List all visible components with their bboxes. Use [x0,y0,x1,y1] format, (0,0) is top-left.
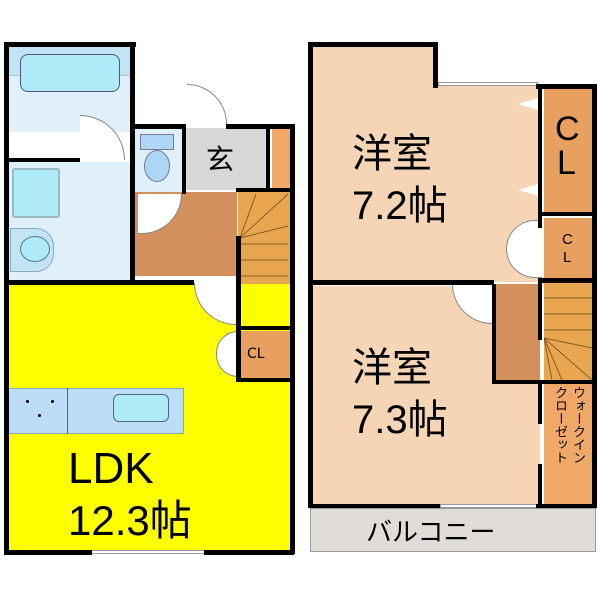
wall [538,278,542,340]
floor-2-plan: 洋室 7.2帖 C L C L 洋室 7.3帖 クローゼット ウォーク [300,0,600,600]
wall [236,188,294,192]
entrance-label: 玄 [206,143,235,176]
closet-label: CL [247,346,265,362]
walk-in-closet [544,384,592,504]
western-room-2-size: 7.3帖 [352,398,448,442]
wall [4,158,80,162]
ldk-size: 12.3帖 [68,497,192,544]
wall [130,42,135,284]
wall [130,124,186,129]
balcony [310,508,596,552]
wall [4,42,136,47]
walk-in-closet-label-col2: クローゼット [552,386,567,464]
stairs [544,282,592,382]
wall [538,464,542,508]
closet-door-triangle [518,98,538,110]
wall [492,284,496,384]
wall [236,326,294,330]
shoe-storage [272,128,290,188]
closet-door-triangle [518,184,538,196]
hallway [496,284,540,380]
toilet-tank-icon [140,134,174,150]
closet-large-label-c: C [555,110,580,148]
wall [4,42,9,554]
wall [4,550,92,555]
stove-burner-icon [38,414,41,417]
wall [538,384,542,424]
kitchen-sink-icon [113,394,169,422]
toilet-bowl-icon [144,150,170,182]
wall [182,124,186,194]
wall [433,42,438,88]
kitchen-divider [67,388,68,434]
wall [308,42,438,47]
wall [236,236,241,382]
wall [290,124,295,554]
bathtub-icon [20,54,120,92]
sink-bowl-icon [20,236,50,262]
wall [308,42,313,508]
wall [592,84,597,508]
window [438,82,538,86]
closet-small [544,218,592,278]
ldk-label: LDK [68,444,154,493]
western-room-1-label: 洋室 [352,131,432,177]
wall [266,124,270,190]
entrance [186,128,266,190]
walk-in-closet-label-col1: ウォークイン [570,386,585,464]
balcony-label: バルコニー [366,518,496,548]
western-room-2-label: 洋室 [352,345,432,391]
closet-large-label-l: L [557,144,576,182]
wall [538,84,542,228]
wall [492,380,596,384]
closet [240,331,290,379]
floor-1-plan: 玄 CL LDK 12.3帖 [4,42,295,555]
window [440,504,538,508]
wall [536,84,596,89]
stove-burner-icon [26,400,29,403]
wall [204,550,294,555]
wall [4,280,194,285]
window [90,550,205,554]
stove-burner-icon [51,400,54,403]
wall [536,504,596,508]
wall [308,280,494,285]
wall [236,378,294,382]
wall [540,212,596,216]
closet-small-label-l: L [563,249,572,266]
wall [226,124,294,129]
wall [308,504,440,508]
washing-machine-icon [12,168,60,218]
western-room-1 [312,46,434,282]
closet-small-label-c: C [562,231,573,248]
western-room-1-size: 7.2帖 [352,184,448,228]
wall [538,278,596,283]
closet-large [544,88,592,212]
entrance-door [187,84,227,128]
